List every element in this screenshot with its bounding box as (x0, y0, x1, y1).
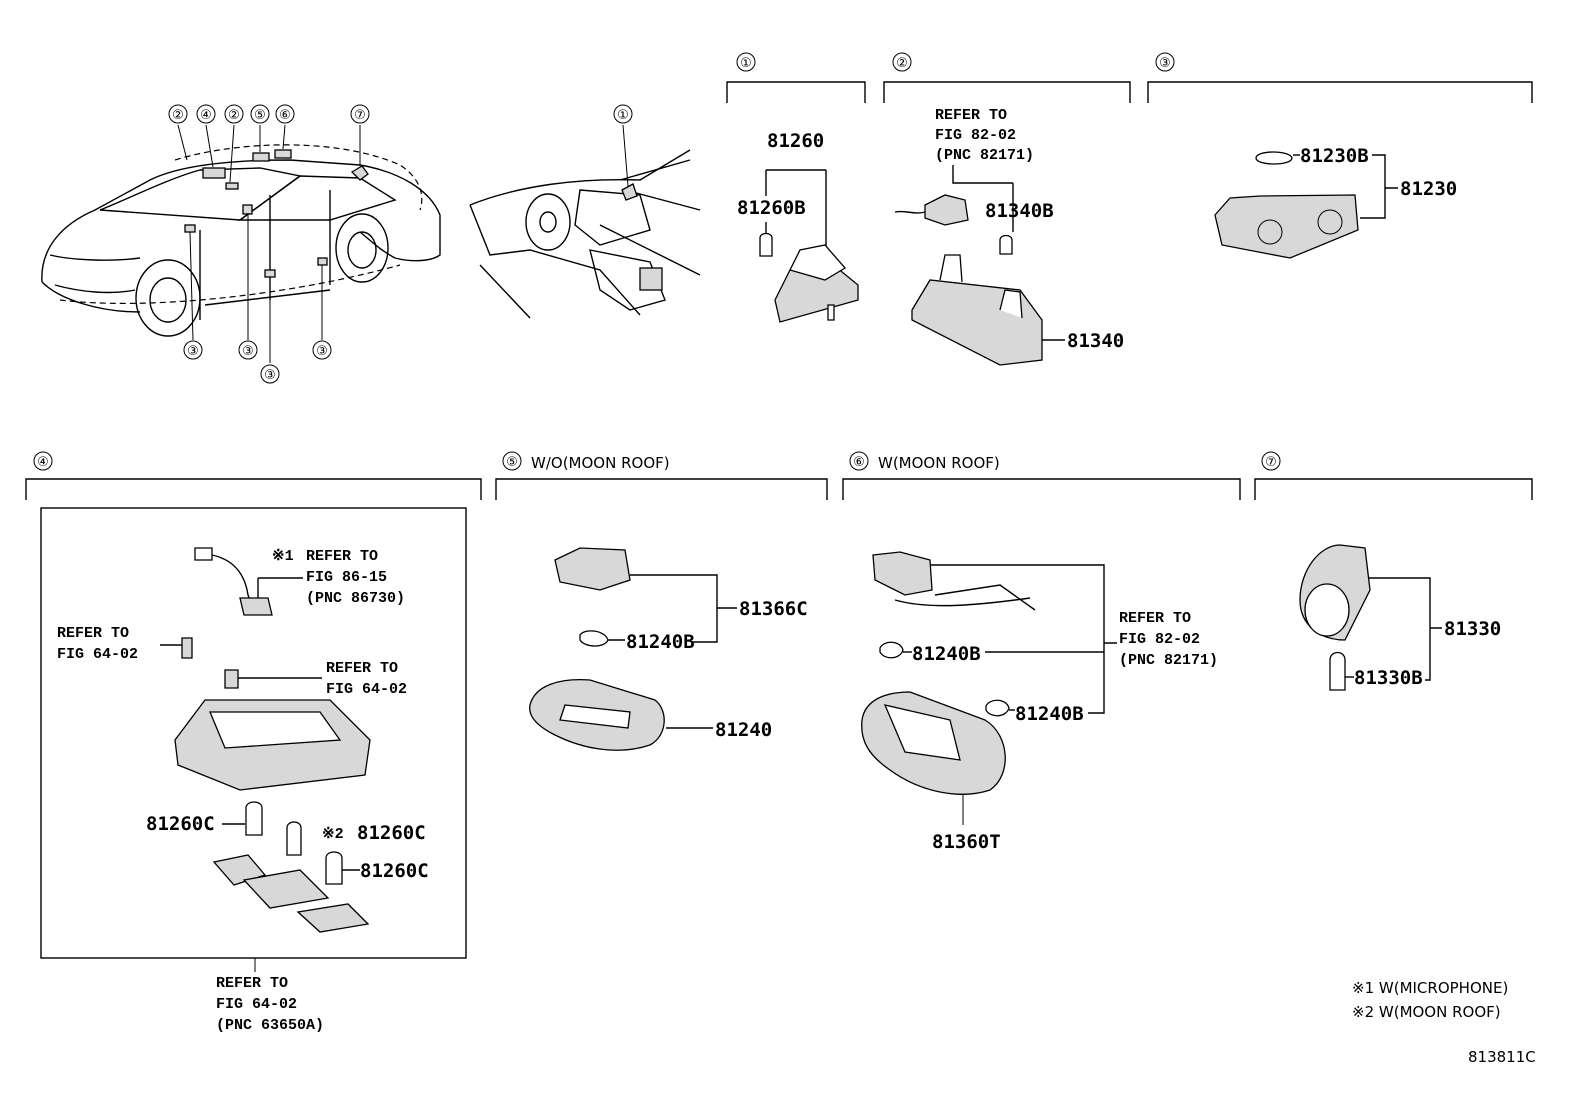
ref-4d-line3: (PNC 63650A) (216, 1017, 324, 1034)
part-81230B: 81230B (1300, 145, 1369, 167)
part-81366C: 81366C (739, 598, 808, 620)
car-markers: ② ④ ② ⑤ ⑥ ⑦ ③ ③ ③ ③ (168, 104, 370, 384)
marker-7: ⑦ (354, 108, 366, 123)
part-81240: 81240 (715, 719, 772, 741)
section-5-label: W/O(MOON ROOF) (531, 454, 670, 472)
part-81330: 81330 (1444, 618, 1501, 640)
part-81260: 81260 (767, 130, 824, 152)
ref-2-line1: REFER TO (935, 107, 1007, 124)
section-3: ③ 81230B 81230 (1147, 52, 1533, 259)
marker-6: ⑥ (279, 108, 291, 123)
section-3-marker: ③ (1159, 56, 1171, 71)
marker-3: ③ (264, 368, 276, 383)
ref-4d-line2: FIG 64-02 (216, 996, 297, 1013)
ref-4d-line1: REFER TO (216, 975, 288, 992)
car-illustration (41, 124, 441, 363)
part-81260C-c: 81260C (360, 860, 429, 882)
marker-1: ① (617, 108, 629, 123)
ref-4b-line1: REFER TO (57, 625, 129, 642)
ref-4a-line1: REFER TO (306, 548, 378, 565)
part-81360T: 81360T (932, 831, 1001, 853)
section-4-marker: ④ (37, 455, 49, 470)
section-6: ⑥ W(MOON ROOF) 81240B 81240B REFER TO FI… (842, 451, 1241, 853)
footnote-1: ※1 W(MICROPHONE) (1352, 979, 1508, 997)
section-7: ⑦ 81330 81330B (1254, 451, 1533, 691)
part-81240B-b: 81240B (912, 643, 981, 665)
ref-2-line3: (PNC 82171) (935, 147, 1034, 164)
part-81240B-c: 81240B (1015, 703, 1084, 725)
section-6-label: W(MOON ROOF) (878, 454, 1000, 472)
section-2-marker: ② (896, 56, 908, 71)
part-81240B-a: 81240B (626, 631, 695, 653)
ref-6-line3: (PNC 82171) (1119, 652, 1218, 669)
part-81340: 81340 (1067, 330, 1124, 352)
footnotes: ※1 W(MICROPHONE) ※2 W(MOON ROOF) 813811C (1352, 979, 1536, 1066)
part-81330B: 81330B (1354, 667, 1423, 689)
ref-2-line2: FIG 82-02 (935, 127, 1016, 144)
part-81230: 81230 (1400, 178, 1457, 200)
ref-4c-line1: REFER TO (326, 660, 398, 677)
section-1: ① 81260 81260B (726, 52, 866, 323)
marker-2: ② (172, 108, 184, 123)
marker-3: ③ (316, 344, 328, 359)
section-6-marker: ⑥ (853, 455, 865, 470)
ref-6-line1: REFER TO (1119, 610, 1191, 627)
marker-5: ⑤ (254, 108, 266, 123)
figure-id: 813811C (1468, 1048, 1536, 1066)
ref-4b-line2: FIG 64-02 (57, 646, 138, 663)
ref-4a-line3: (PNC 86730) (306, 590, 405, 607)
ref-4c-line2: FIG 64-02 (326, 681, 407, 698)
part-81260C-b: 81260C (357, 822, 426, 844)
section-4: ④ ※1 REFER TO FIG 86-15 (PNC 86730) REFE… (25, 451, 482, 1034)
ref-note-mark2: ※2 (322, 826, 344, 843)
ref-4a-prefix: ※1 (272, 548, 294, 565)
marker-3: ③ (242, 344, 254, 359)
section-1-marker: ① (740, 56, 752, 71)
interior-illustration: ① (469, 104, 701, 319)
marker-4: ④ (200, 108, 212, 123)
section-2: ② REFER TO FIG 82-02 (PNC 82171) 81340B … (883, 52, 1131, 366)
section-5: ⑤ W/O(MOON ROOF) 81366C 81240B 81240 (495, 451, 828, 751)
marker-3: ③ (187, 344, 199, 359)
part-81260C-a: 81260C (146, 813, 215, 835)
ref-4a-line2: FIG 86-15 (306, 569, 387, 586)
ref-6-line2: FIG 82-02 (1119, 631, 1200, 648)
section-7-marker: ⑦ (1265, 455, 1277, 470)
footnote-2: ※2 W(MOON ROOF) (1352, 1003, 1501, 1021)
marker-2: ② (228, 108, 240, 123)
part-81260B: 81260B (737, 197, 806, 219)
section-5-marker: ⑤ (506, 455, 518, 470)
part-81340B: 81340B (985, 200, 1054, 222)
